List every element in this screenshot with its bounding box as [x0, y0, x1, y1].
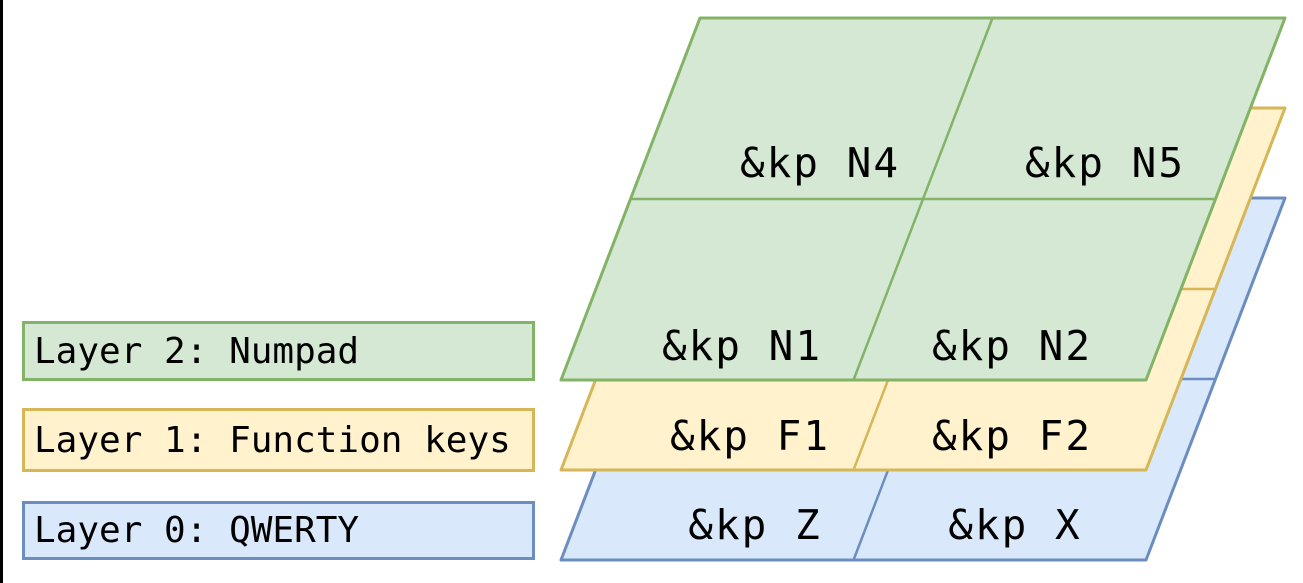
layer-0-label-box: Layer 0: QWERTY: [22, 501, 535, 560]
key-binding-label: &kp N2: [932, 322, 1092, 370]
layer-0-label: Layer 0: QWERTY: [34, 510, 360, 551]
key-binding-label: &kp N1: [662, 322, 822, 370]
layer-1-label: Layer 1: Function keys: [34, 419, 511, 461]
key-binding-label: &kp X: [948, 501, 1081, 549]
layer-2-group: &kp N4 &kp N5 &kp N1 &kp N2: [559, 16, 1287, 382]
layer-2-label: Layer 2: Numpad: [34, 330, 360, 372]
image-left-border: [0, 0, 3, 583]
key-binding-label: &kp F1: [670, 412, 830, 460]
layer-1-label-box: Layer 1: Function keys: [22, 408, 535, 472]
layer-2-label-box: Layer 2: Numpad: [22, 321, 535, 381]
key-binding-label: &kp Z: [688, 501, 821, 549]
layer-2-column-divider: [852, 17, 994, 381]
key-binding-label: &kp N5: [1025, 139, 1185, 187]
key-binding-label: &kp N4: [740, 139, 900, 187]
key-binding-label: &kp F2: [932, 412, 1092, 460]
